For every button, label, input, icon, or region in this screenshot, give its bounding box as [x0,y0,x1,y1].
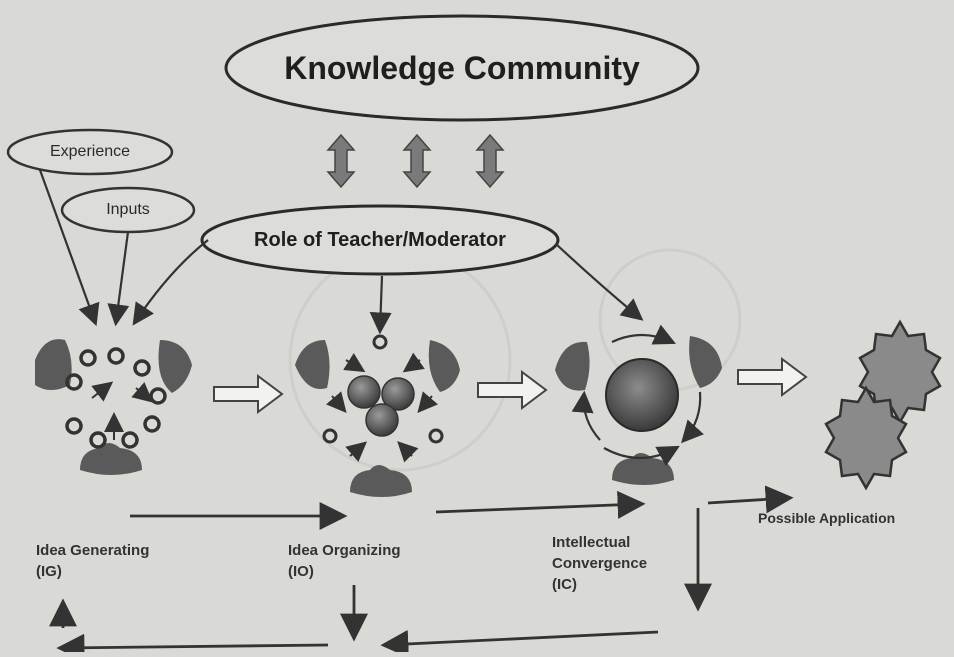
moderator-oval [200,204,560,276]
background-watermark [288,248,742,472]
possible-application-label: Possible Application [758,510,896,526]
progress-arrow-1 [213,374,284,414]
progress-arrow-2 [477,370,548,410]
inputs-label: Inputs [106,201,150,218]
forward-flow-arrows [130,485,794,530]
input-arrows [38,169,644,335]
stage-idea-organizing-name: Idea Organizing [288,542,401,559]
stage-idea-generating-name: Idea Generating [36,542,150,559]
stage-idea-organizing-abbr: (IO) [288,563,314,580]
stage-intellectual-convergence-figure [555,324,722,485]
stage-idea-generating-figure [35,339,192,475]
stage-idea-generating-label: Idea Generating (IG) [36,540,149,582]
experience-oval [6,128,174,176]
moderator-label: Role of Teacher/Moderator [254,229,506,251]
knowledge-community-title: Knowledge Community [284,50,640,86]
community-exchange-arrows [326,133,505,189]
feedback-loop-arrows [49,508,712,657]
stage-idea-generating-abbr: (IG) [36,563,62,580]
stage-intellectual-convergence-label: Intellectual Convergence (IC) [552,532,647,595]
stage-idea-organizing-label: Idea Organizing (IO) [288,540,401,582]
stage-intellectual-convergence-name-2: Convergence [552,555,648,572]
stage-intellectual-convergence-abbr: (IC) [552,576,577,593]
possible-application-gears [824,319,942,491]
experience-label: Experience [49,143,131,160]
knowledge-community-oval [224,14,700,122]
stage-intellectual-convergence-name-1: Intellectual [552,534,631,551]
stage-idea-organizing-figure [295,334,460,497]
progress-arrow-3 [737,357,808,397]
